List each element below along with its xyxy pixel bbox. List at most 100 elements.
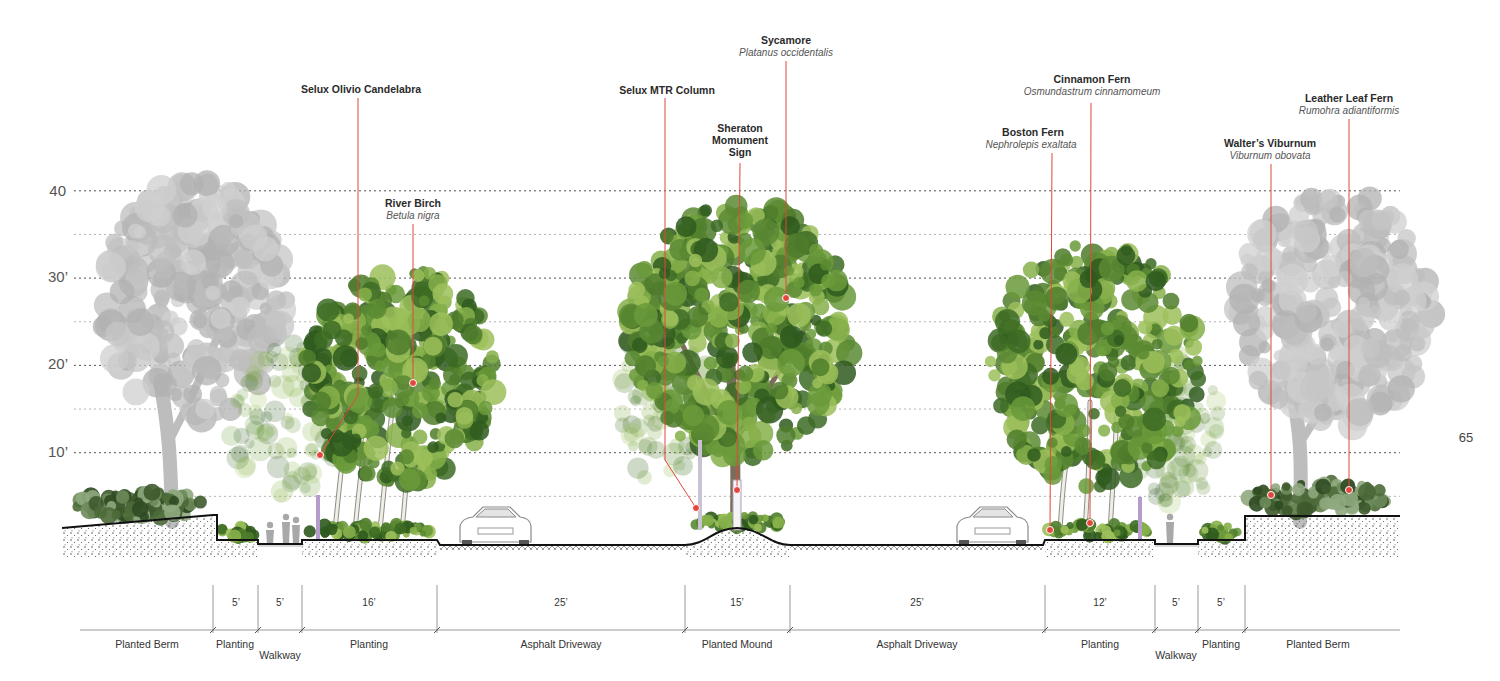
foliage	[753, 440, 774, 461]
foliage	[1390, 240, 1409, 259]
foliage	[266, 290, 286, 310]
foliage	[1301, 190, 1319, 208]
foliage	[335, 329, 353, 347]
foliage	[1070, 240, 1081, 251]
foliage	[704, 356, 718, 370]
foliage	[411, 286, 433, 308]
foliage	[780, 325, 803, 348]
foliage	[1108, 356, 1120, 368]
foliage	[358, 287, 372, 301]
foliage	[1117, 448, 1128, 459]
foliage	[423, 334, 446, 357]
foliage	[771, 382, 789, 400]
foliage	[711, 219, 724, 232]
foliage	[187, 339, 206, 358]
foliage	[719, 292, 739, 312]
foliage	[429, 312, 453, 336]
foliage	[274, 488, 288, 502]
foliage	[1229, 284, 1259, 314]
foliage	[675, 430, 686, 441]
foliage	[331, 430, 344, 443]
foliage	[1358, 297, 1370, 309]
foliage	[192, 356, 221, 385]
foliage	[360, 465, 376, 481]
foliage	[314, 330, 333, 349]
foliage	[399, 449, 414, 464]
foliage	[1007, 429, 1027, 449]
foliage	[367, 299, 387, 319]
foliage	[399, 469, 421, 491]
foliage	[210, 309, 231, 330]
foliage	[659, 268, 670, 279]
foliage	[181, 250, 206, 275]
trees	[72, 170, 1445, 545]
foliage	[676, 216, 697, 237]
foliage	[1054, 393, 1078, 417]
foliage	[1314, 404, 1332, 422]
silhouette-tree	[1224, 186, 1445, 522]
foliage	[793, 277, 804, 288]
foliage	[205, 286, 220, 301]
foliage	[234, 250, 253, 269]
foliage	[1299, 271, 1321, 293]
foliage	[287, 448, 298, 459]
foliage	[401, 428, 411, 438]
foliage	[1163, 293, 1180, 310]
foliage	[742, 342, 762, 362]
foliage	[423, 337, 442, 356]
foliage	[1085, 450, 1105, 470]
foliage	[267, 456, 290, 479]
foliage	[1045, 287, 1069, 311]
foliage	[429, 377, 441, 389]
foliage	[105, 322, 130, 347]
foliage	[764, 287, 789, 312]
foliage	[1113, 379, 1131, 397]
foliage	[1179, 436, 1196, 453]
foliage	[1379, 307, 1403, 331]
foliage	[806, 329, 816, 339]
foliage	[423, 267, 436, 280]
foliage	[634, 303, 658, 327]
foliage	[1350, 248, 1379, 277]
foliage	[455, 407, 473, 425]
foliage	[413, 430, 428, 445]
foliage	[127, 308, 154, 335]
foliage	[1162, 367, 1180, 385]
foliage	[412, 269, 425, 282]
foliage	[195, 399, 215, 419]
foliage	[1023, 261, 1040, 278]
foliage	[1320, 337, 1334, 351]
foliage	[759, 336, 782, 359]
grid-line	[74, 190, 1400, 191]
foliage	[1142, 408, 1166, 432]
foliage	[1346, 398, 1374, 426]
foliage	[123, 379, 150, 406]
foliage	[991, 334, 1008, 351]
foliage	[816, 320, 832, 336]
foliage	[194, 495, 207, 508]
foliage	[1159, 493, 1173, 507]
foliage	[1040, 259, 1066, 285]
foliage	[1055, 343, 1077, 365]
foliage	[737, 383, 748, 394]
foliage	[781, 216, 800, 235]
foliage	[693, 378, 720, 405]
foliage	[820, 259, 831, 270]
foliage	[419, 295, 430, 306]
foliage	[169, 388, 183, 402]
foliage	[1047, 437, 1057, 447]
foliage	[110, 279, 135, 304]
foliage	[1371, 211, 1391, 231]
foliage	[621, 423, 644, 446]
foliage	[1007, 329, 1031, 353]
foliage	[661, 230, 674, 243]
foliage	[694, 287, 709, 302]
foliage	[1114, 335, 1124, 345]
foliage	[630, 395, 641, 406]
foliage	[1262, 279, 1276, 293]
foliage	[135, 192, 165, 222]
foliage	[385, 330, 411, 356]
foliage	[1362, 209, 1391, 238]
foliage	[261, 411, 273, 423]
silhouette-tree	[93, 170, 296, 522]
